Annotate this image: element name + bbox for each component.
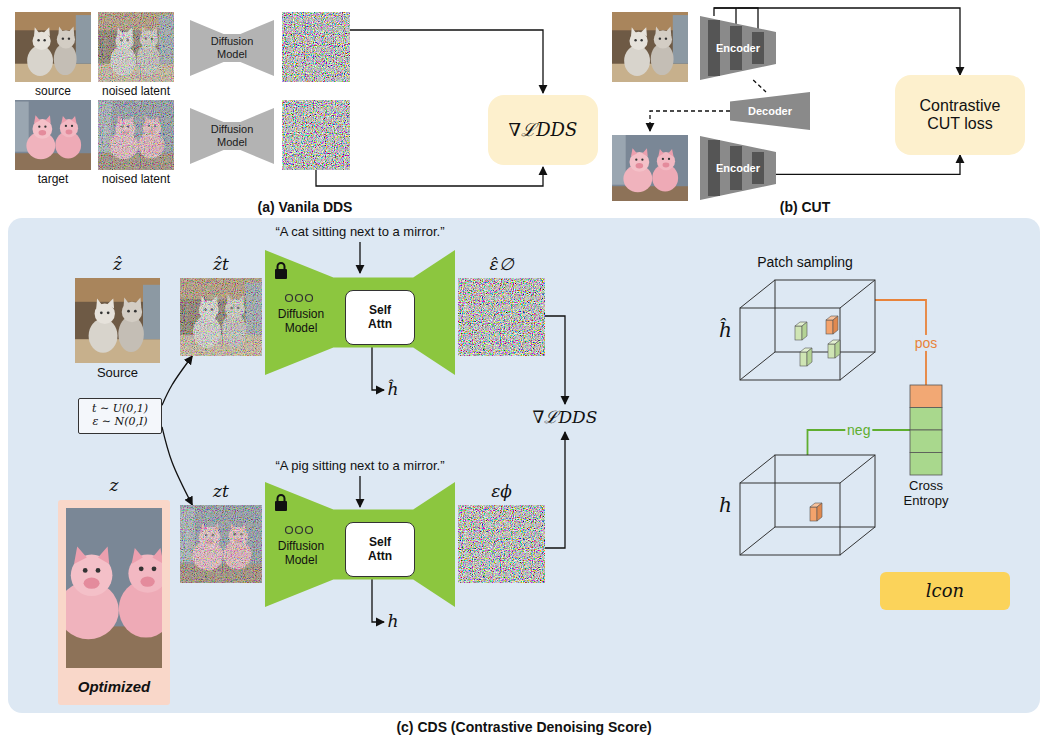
source-image: source <box>15 12 91 82</box>
node-text: εϕ <box>491 482 512 502</box>
diffusion-model: Diffusion Model Self Attn <box>265 250 455 375</box>
connector <box>162 427 192 505</box>
illustration <box>458 505 545 583</box>
node-text: lcon <box>926 581 964 602</box>
cut-loss-box: Contrastive CUT loss <box>895 75 1025 155</box>
node-text: ẑt <box>213 255 229 275</box>
illustration <box>180 278 262 356</box>
connector <box>753 80 766 92</box>
node-text: Diffusion Model <box>200 35 264 60</box>
node-text: ∇ℒDDS <box>509 120 578 141</box>
figure-label: h <box>388 612 399 632</box>
node-text: ẑ <box>113 255 122 275</box>
connector <box>776 155 960 174</box>
illustration <box>740 455 875 555</box>
noised-latent-image: noised latent <box>98 12 174 82</box>
noise-prediction: εϕ <box>458 505 545 583</box>
figure-label: (b) CUT <box>780 199 831 215</box>
noised-latent-image: noised latent <box>98 100 174 170</box>
source-image: ẑSource <box>75 278 160 363</box>
illustration <box>458 278 545 356</box>
decoder: Decoder <box>730 92 810 130</box>
encoder: Encoder <box>700 136 776 200</box>
self-attention-box: Self Attn <box>345 522 415 577</box>
node-text: ε ∼ N(0,I) <box>92 416 147 429</box>
node-text: noised latent <box>102 85 170 99</box>
diffusion-model: Diffusion Model <box>190 20 274 76</box>
node-text: Diffusion Model <box>269 540 333 568</box>
self-attention-box: Self Attn <box>345 290 415 345</box>
diffusion-model: Diffusion Model <box>190 108 274 164</box>
connector <box>162 356 192 405</box>
figure-label: ĥ <box>388 380 399 400</box>
node-text: Contrastive CUT loss <box>910 97 1010 134</box>
node-text: Encoder <box>704 162 772 175</box>
figure-label: ∇ℒDDS <box>533 408 598 428</box>
node-text: noised latent <box>102 173 170 187</box>
node-text: h <box>719 494 732 517</box>
target-image: target <box>15 100 91 170</box>
optimized-image: zOptimized <box>66 508 162 668</box>
illustration <box>98 100 174 170</box>
node-text: Optimized <box>78 678 151 695</box>
node-text: Diffusion Model <box>200 123 264 148</box>
node-text: Self Attn <box>360 304 400 332</box>
node-text: source <box>35 85 71 99</box>
illustration <box>15 100 91 170</box>
noised-latent-image: ẑt <box>180 278 262 356</box>
illustration <box>180 505 262 583</box>
illustration <box>740 280 875 380</box>
illustration <box>98 12 174 82</box>
encoder: Encoder <box>700 16 776 80</box>
feature-cube: h <box>740 455 875 555</box>
node-text: target <box>38 173 69 187</box>
illustration <box>75 278 160 363</box>
contrastive-loss-box: lcon <box>880 572 1010 610</box>
node-text: Encoder <box>704 42 772 55</box>
noise-output <box>282 12 350 170</box>
illustration <box>66 508 162 668</box>
panel-background <box>8 218 1040 713</box>
noised-latent-image: zt <box>180 505 262 583</box>
edge-label: neg <box>845 422 872 438</box>
figure-label: Patch sampling <box>757 254 853 270</box>
diffusion-model: Diffusion Model Self Attn <box>265 482 455 607</box>
node-text: Self Attn <box>360 536 400 564</box>
node-text: Cross Entropy <box>886 479 966 509</box>
node-text: z <box>110 476 119 496</box>
illustration <box>15 12 91 82</box>
dds-loss-box: ∇ℒDDS <box>488 95 598 165</box>
figure-label: (c) CDS (Contrastive Denoising Score) <box>396 719 651 735</box>
cross-entropy-vector: Cross Entropy <box>910 385 942 475</box>
node-text: zt <box>213 482 229 502</box>
node-text: ĥ <box>719 319 732 342</box>
sampling-box: t ∼ U(0,1)ε ∼ N(0,I) <box>78 398 162 434</box>
noise-prediction: ε̂∅ <box>458 278 545 356</box>
feature-cube: ĥ <box>740 280 875 380</box>
node-text: t ∼ U(0,1) <box>92 403 148 416</box>
node-text: Source <box>97 366 138 381</box>
node-text: Decoder <box>734 105 806 118</box>
figure-label: “A cat sitting next to a mirror.” <box>275 225 444 240</box>
figure-label: (a) Vanila DDS <box>258 199 353 215</box>
cut-images <box>612 9 688 206</box>
figure-label: “A pig sitting next to a mirror.” <box>275 459 444 474</box>
node-text: Diffusion Model <box>269 308 333 336</box>
edge-label: pos <box>913 334 940 350</box>
node-text: ε̂∅ <box>489 255 513 275</box>
illustration <box>910 385 942 475</box>
